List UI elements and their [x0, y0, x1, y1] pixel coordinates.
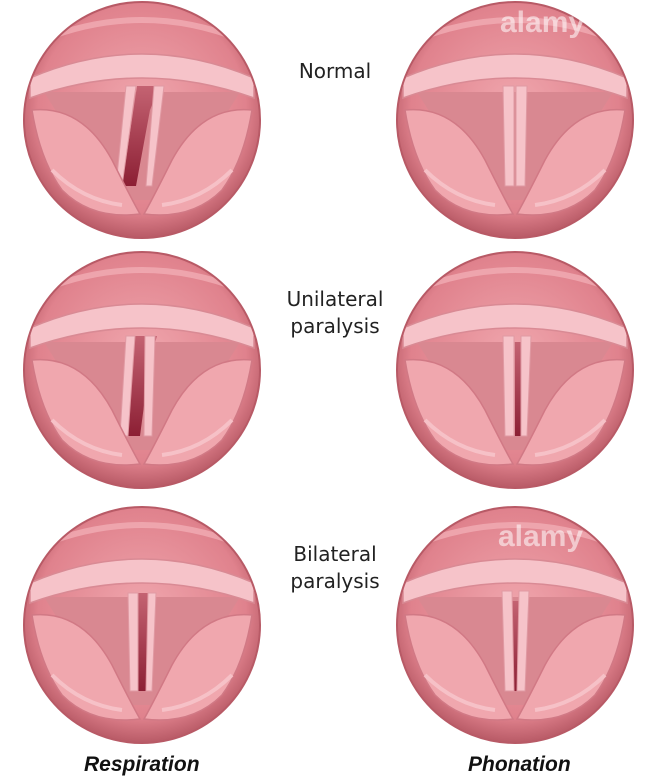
- left-vocal-fold: [128, 593, 138, 691]
- row-label-bilateral: Bilateral paralysis: [260, 541, 410, 595]
- larynx-illustration: [395, 505, 635, 745]
- larynx-illustration: [22, 0, 262, 240]
- glottis-opening: [515, 342, 521, 436]
- larynx-view-bilateral-respiration: [22, 505, 262, 745]
- row-label-unilateral: Unilateral paralysis: [260, 286, 410, 340]
- larynx-illustration: [22, 250, 262, 490]
- left-vocal-fold: [503, 336, 514, 436]
- right-vocal-fold: [516, 86, 527, 186]
- column-label-respiration: Respiration: [84, 753, 200, 777]
- larynx-illustration: [395, 0, 635, 240]
- larynx-view-bilateral-phonation: [395, 505, 635, 745]
- left-vocal-fold: [503, 86, 514, 186]
- larynx-view-unilateral-phonation: [395, 250, 635, 490]
- row-label-normal: Normal: [260, 58, 410, 85]
- larynx-view-normal-phonation: [395, 0, 635, 240]
- larynx-illustration: [22, 505, 262, 745]
- column-label-phonation: Phonation: [468, 753, 571, 777]
- larynx-view-unilateral-respiration: [22, 250, 262, 490]
- larynx-view-normal-respiration: [22, 0, 262, 240]
- larynx-illustration: [395, 250, 635, 490]
